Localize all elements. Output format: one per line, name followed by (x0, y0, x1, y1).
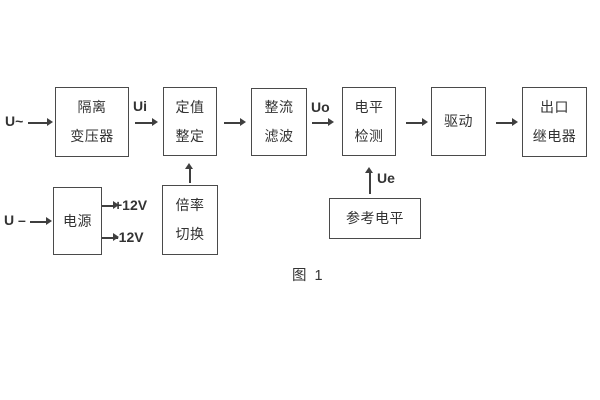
minus-12v-label: -12V (114, 229, 144, 245)
arrow-plus-12v (102, 202, 119, 209)
arrow-uo (312, 119, 334, 126)
block-label-line: 隔离 (77, 99, 107, 115)
block-power-supply: 电源 (53, 187, 102, 255)
signal-ui-label: Ui (133, 98, 147, 114)
block-reference-level: 参考电平 (329, 198, 421, 239)
block-label-line: 出口 (540, 99, 569, 115)
arrow-ac-input (28, 119, 53, 126)
block-isolation-transformer: 隔离 变压器 (55, 87, 129, 157)
arrow-setting-to-rectify (224, 119, 246, 126)
block-value-setting: 定值 整定 (163, 87, 217, 156)
block-label-line: 检测 (354, 127, 384, 144)
block-label-line: 滤波 (264, 128, 294, 144)
block-label-line: 参考电平 (346, 210, 404, 226)
block-label-line: 驱动 (444, 113, 473, 129)
block-output-relay: 出口 继电器 (522, 87, 587, 157)
figure-caption: 图 1 (292, 268, 325, 284)
signal-ue-label: Ue (377, 170, 395, 186)
arrow-ratio-to-setting (186, 163, 193, 183)
arrow-ui (135, 119, 158, 126)
block-label-line: 整定 (175, 127, 205, 144)
arrow-minus-12v (102, 234, 119, 241)
dc-input-label: U – (4, 212, 26, 228)
block-level-detect: 电平 检测 (342, 87, 396, 156)
arrow-dc-input (30, 218, 52, 225)
block-label-line: 整流 (264, 99, 294, 115)
block-label-line: 电平 (354, 98, 384, 115)
block-rectify-filter: 整流 滤波 (251, 88, 307, 156)
arrow-level-to-drive (406, 119, 428, 126)
signal-uo-label: Uo (311, 99, 330, 115)
block-label-line: 继电器 (532, 128, 577, 144)
block-drive: 驱动 (431, 87, 486, 156)
block-label-line: 切换 (175, 226, 205, 242)
block-ratio-switch: 倍率 切换 (162, 185, 218, 255)
block-label-line: 定值 (175, 98, 205, 115)
ac-input-label: U~ (5, 113, 24, 129)
plus-12v-label: +12V (114, 197, 148, 213)
block-label-line: 倍率 (175, 197, 205, 213)
arrow-drive-to-relay (496, 119, 518, 126)
block-label-line: 电源 (63, 212, 92, 229)
block-label-line: 变压器 (70, 128, 114, 144)
arrow-ue-reference-to-level (366, 167, 373, 194)
